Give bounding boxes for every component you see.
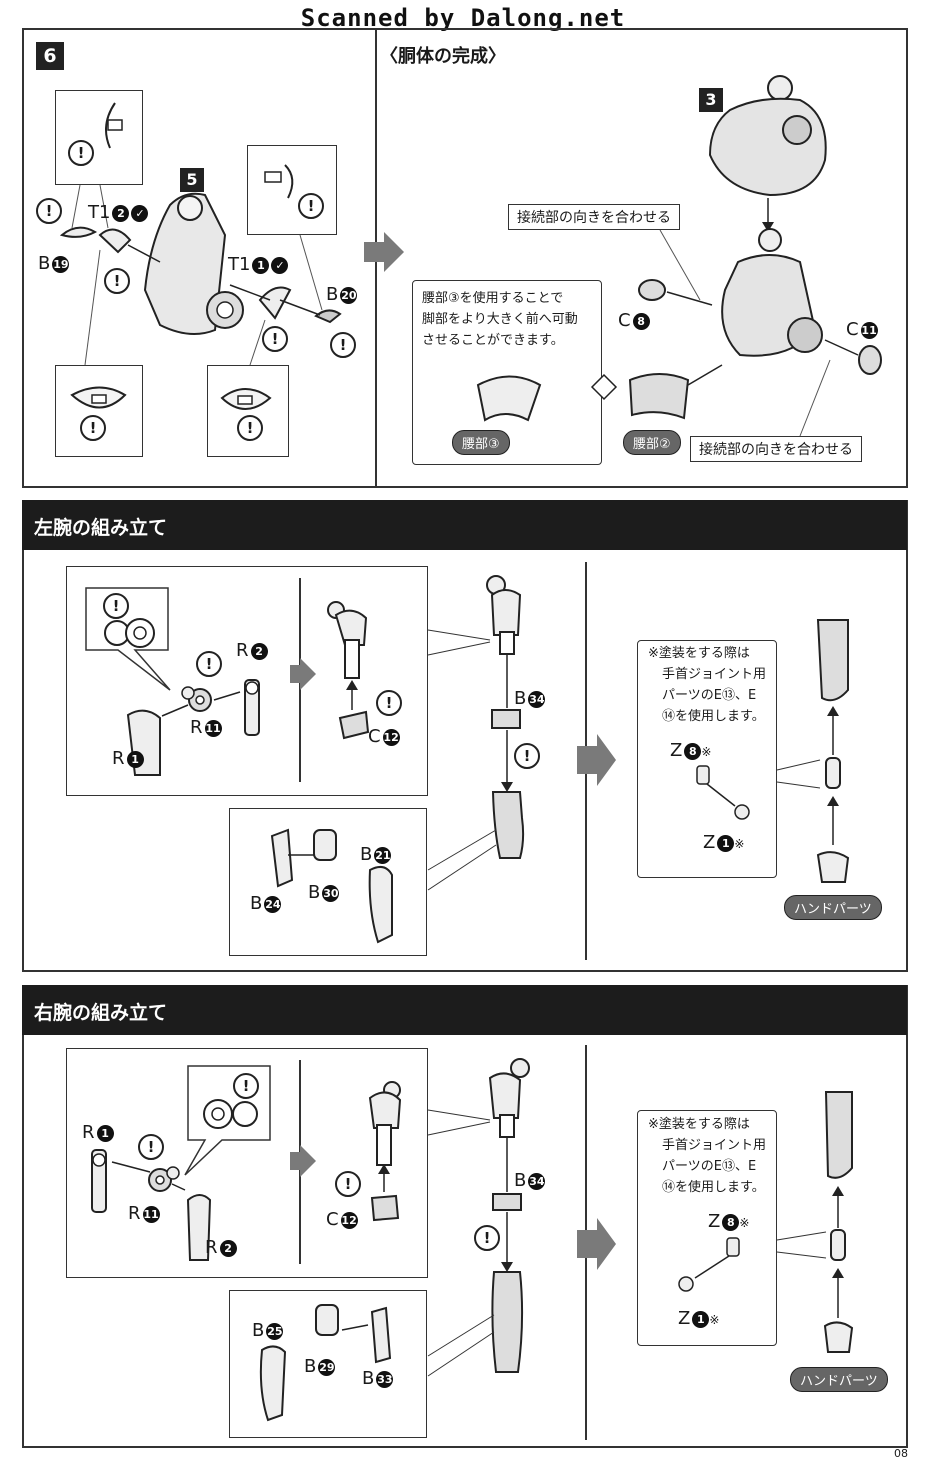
pill-waist3: 腰部③ bbox=[452, 430, 510, 455]
exclamation-icon: ! bbox=[36, 198, 62, 224]
detail-box-b19 bbox=[55, 365, 143, 457]
sub-step-5: 5 bbox=[180, 168, 204, 192]
exclamation-icon: ! bbox=[262, 326, 288, 352]
pill-hand-parts: ハンドパーツ bbox=[784, 895, 882, 920]
left-arm-note-box bbox=[637, 640, 777, 878]
detail-box-t1-top bbox=[55, 90, 143, 185]
right-arm-title: 右腕の組み立て bbox=[34, 1002, 168, 1024]
left-arm-illustration bbox=[85, 575, 850, 944]
waist-note: 腰部③を使用することで 脚部をより大きく前へ可動 させることができます。 bbox=[422, 291, 578, 348]
left-arm-paint-note: ※塗装をする際は 手首ジョイント用 パーツのE⑬、E ⑭を使用します。 bbox=[648, 646, 767, 724]
exclamation-icon: ! bbox=[68, 140, 94, 166]
step6-panel bbox=[22, 28, 908, 488]
cement-icon: ✓ bbox=[131, 204, 149, 222]
exclamation-icon: ! bbox=[138, 1134, 164, 1160]
exclamation-icon: ! bbox=[237, 415, 263, 441]
page-number: 08 bbox=[894, 1447, 908, 1460]
right-arm-paint-note: ※塗装をする際は 手首ジョイント用 パーツのE⑬、E ⑭を使用します。 bbox=[648, 1117, 767, 1195]
callout-connection-top: 接続部の向きを合わせる bbox=[508, 204, 680, 230]
pill-waist2: 腰部② bbox=[623, 430, 681, 455]
exclamation-icon: ! bbox=[196, 651, 222, 677]
left-arm-title: 左腕の組み立て bbox=[34, 517, 168, 539]
right-arm-note-box bbox=[637, 1110, 777, 1346]
step-number: 6 bbox=[36, 42, 64, 70]
exclamation-icon: ! bbox=[104, 268, 130, 294]
watermark: Scanned by Dalong.net bbox=[300, 4, 626, 32]
exclamation-icon: ! bbox=[233, 1073, 259, 1099]
exclamation-icon: ! bbox=[514, 743, 540, 769]
callout-connection-bottom: 接続部の向きを合わせる bbox=[690, 436, 862, 462]
exclamation-icon: ! bbox=[376, 690, 402, 716]
pill-hand-parts: ハンドパーツ bbox=[790, 1367, 888, 1392]
step-title: 〈胴体の完成〉 bbox=[380, 46, 506, 67]
left-arm-header: 左腕の組み立て bbox=[22, 500, 907, 550]
arrow-right-icon bbox=[364, 232, 404, 272]
exclamation-icon: ! bbox=[103, 593, 129, 619]
exclamation-icon: ! bbox=[330, 332, 356, 358]
exclamation-icon: ! bbox=[298, 193, 324, 219]
exclamation-icon: ! bbox=[335, 1171, 361, 1197]
step6-right-illustration bbox=[476, 75, 882, 437]
right-arm-header: 右腕の組み立て bbox=[22, 985, 907, 1035]
cement-icon: ✓ bbox=[271, 256, 289, 274]
sub-step-3: 3 bbox=[699, 88, 723, 112]
exclamation-icon: ! bbox=[80, 415, 106, 441]
exclamation-icon: ! bbox=[474, 1225, 500, 1251]
detail-box-t1-bottom bbox=[207, 365, 289, 457]
step6-left-illustration bbox=[59, 102, 342, 410]
